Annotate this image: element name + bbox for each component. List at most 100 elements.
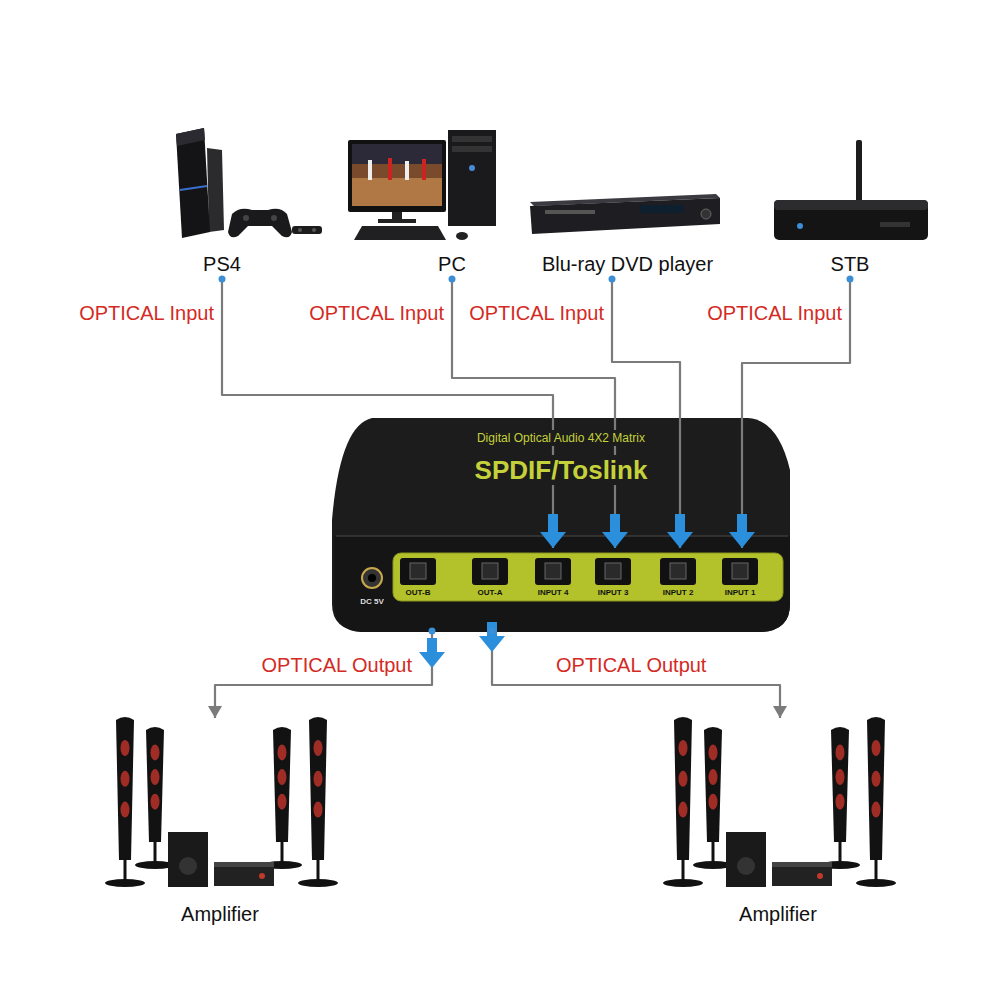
pc-computer	[352, 178, 442, 206]
connection-dot	[429, 628, 436, 635]
edge-label: OPTICAL Output	[556, 653, 706, 677]
amplifier-label: Amplifier	[181, 902, 259, 926]
speaker-glow	[278, 769, 287, 785]
output-arrow	[479, 636, 505, 652]
speaker-stand	[154, 842, 157, 864]
speaker-stand	[317, 860, 320, 882]
ps4-console	[312, 228, 316, 232]
optical-port	[535, 558, 571, 585]
speaker-stand	[712, 842, 715, 864]
speaker-glow	[836, 744, 845, 760]
pc-computer	[348, 130, 496, 240]
speaker-glow	[278, 744, 287, 760]
optical-port	[670, 563, 686, 579]
port-label: INPUT 3	[598, 588, 629, 597]
speaker-glow	[872, 771, 881, 787]
subwoofer	[168, 832, 208, 887]
optical-cable	[452, 276, 615, 548]
amplifier-system: Amplifier	[95, 718, 345, 926]
speaker-tower	[309, 717, 327, 860]
input-arrow-shaft	[737, 514, 747, 534]
speaker-stand	[682, 860, 685, 882]
speaker-glow	[679, 771, 688, 787]
speaker-glow	[314, 771, 323, 787]
optical-port	[595, 558, 631, 585]
speaker-glow	[872, 740, 881, 756]
input-arrow-shaft	[548, 514, 558, 534]
connection-dot	[609, 276, 616, 283]
output-arrow	[419, 622, 505, 668]
optical-port	[722, 558, 758, 585]
matrix-switch-housing	[334, 536, 790, 632]
pc-computer	[368, 160, 372, 180]
speaker-glow	[709, 769, 718, 785]
speaker-tower	[146, 727, 164, 842]
switch-title: SPDIF/Toslink	[470, 455, 653, 485]
connection-dot	[219, 276, 226, 283]
matrix-switch-housing	[336, 535, 788, 537]
optical-port	[482, 563, 498, 579]
set-top-box	[774, 140, 928, 240]
ps4-console	[298, 228, 302, 232]
connection-dot	[847, 276, 854, 283]
speaker-glow	[151, 769, 160, 785]
optical-port	[410, 563, 426, 579]
port-label: OUT-B	[406, 588, 431, 597]
receiver	[817, 873, 823, 879]
optical-port	[732, 563, 748, 579]
set-top-box	[856, 140, 862, 204]
speaker-tower	[704, 727, 722, 842]
speaker-tower	[116, 717, 134, 860]
speaker-system	[105, 717, 896, 887]
speaker-glow	[278, 794, 287, 810]
receiver	[214, 862, 274, 886]
speaker-glow	[314, 740, 323, 756]
switch-subtitle: Digital Optical Audio 4X2 Matrix	[472, 430, 650, 446]
source-device: PC	[392, 120, 512, 276]
pc-computer	[392, 212, 402, 220]
pc-computer	[422, 159, 426, 180]
edge-label: OPTICAL Output	[262, 653, 412, 677]
amplifier-illustration	[105, 717, 338, 887]
receiver	[772, 862, 832, 886]
ps4-console	[207, 148, 224, 232]
edge-label: OPTICAL Input	[469, 301, 604, 325]
output-arrow	[419, 652, 445, 668]
port-label: DC 5V	[360, 597, 384, 606]
speaker-glow	[872, 802, 881, 818]
ps4-console	[176, 128, 322, 238]
input-arrow-shaft	[548, 514, 747, 534]
port-label: OUT-A	[478, 588, 503, 597]
port-label: INPUT 2	[663, 588, 694, 597]
edge-label: OPTICAL Input	[79, 301, 214, 325]
pc-computer	[348, 140, 446, 212]
ps4-console	[228, 209, 292, 238]
source-device: STB	[790, 120, 910, 276]
speaker-tower	[831, 727, 849, 842]
device-label: PC	[438, 252, 466, 276]
receiver	[772, 862, 832, 867]
pc-computer	[452, 146, 492, 152]
speaker-stand	[839, 842, 842, 864]
device-label: PS4	[203, 252, 241, 276]
speaker-glow	[709, 794, 718, 810]
source-device: Blu-ray DVD player	[520, 120, 735, 276]
speaker-base	[105, 879, 145, 887]
edge-label: OPTICAL Input	[707, 301, 842, 325]
set-top-box	[774, 200, 928, 210]
device-label: Blu-ray DVD player	[542, 252, 713, 276]
speaker-tower	[674, 717, 692, 860]
source-device: PS4	[162, 120, 282, 276]
subwoofer	[179, 857, 197, 875]
device-label: STB	[831, 252, 870, 276]
bluray-player	[530, 194, 720, 234]
matrix-switch-housing	[332, 418, 790, 632]
edge-label: OPTICAL Input	[309, 301, 444, 325]
speaker-tower	[867, 717, 885, 860]
receiver	[259, 873, 265, 879]
amplifier-system: Amplifier	[653, 718, 903, 926]
optical-port	[660, 558, 696, 585]
input-arrow-shaft	[610, 514, 620, 534]
